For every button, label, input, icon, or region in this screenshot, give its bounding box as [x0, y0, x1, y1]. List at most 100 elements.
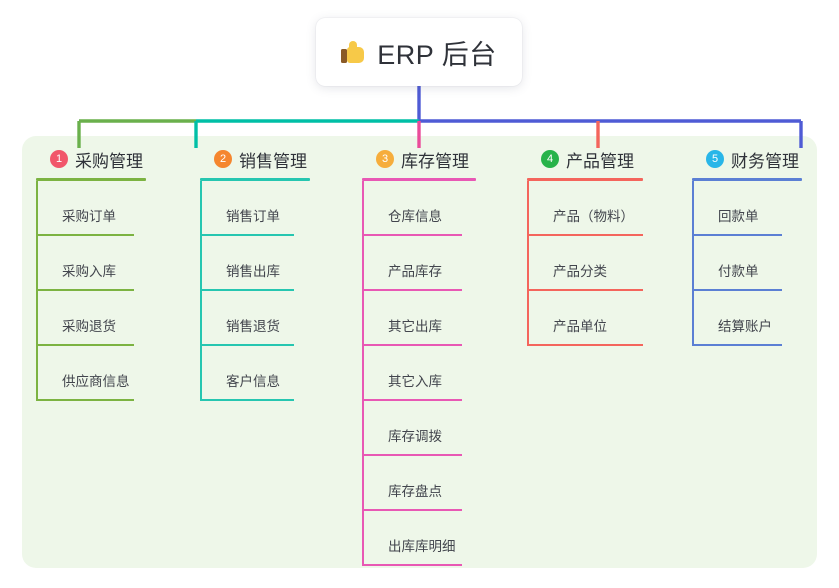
leaf-item[interactable]: 结算账户: [692, 291, 802, 346]
category-title-5: 财务管理: [731, 151, 799, 171]
category-header-2[interactable]: 2 销售管理: [200, 146, 310, 172]
category-underline-4: [527, 178, 643, 181]
leaf-item[interactable]: 产品库存: [362, 236, 476, 291]
leaf-item-label: 产品单位: [553, 319, 607, 334]
leaf-item-label: 产品分类: [553, 264, 607, 279]
leaf-list-5: 回款单付款单结算账户: [692, 181, 802, 346]
category-header-5[interactable]: 5 财务管理: [692, 146, 802, 172]
leaf-item-label: 采购订单: [62, 209, 116, 224]
leaf-spine-1: [36, 181, 38, 401]
leaf-item-label: 其它入库: [388, 374, 442, 389]
leaf-item-underline: [36, 289, 134, 291]
leaf-item-label: 产品（物料）: [553, 209, 634, 224]
category-underline-2: [200, 178, 310, 181]
category-badge-1: 1: [50, 150, 68, 168]
leaf-item[interactable]: 其它出库: [362, 291, 476, 346]
leaf-list-4: 产品（物料） 产品分类产品单位: [527, 181, 643, 346]
category-badge-5: 5: [706, 150, 724, 168]
leaf-item-underline: [200, 344, 294, 346]
leaf-item-underline: [36, 344, 134, 346]
leaf-item[interactable]: 付款单: [692, 236, 802, 291]
leaf-item-underline: [692, 289, 782, 291]
leaf-item-underline: [527, 234, 643, 236]
leaf-item-underline: [362, 289, 462, 291]
category-column-5: 5 财务管理回款单付款单结算账户: [692, 146, 802, 346]
category-underline-5: [692, 178, 802, 181]
leaf-item[interactable]: 库存盘点: [362, 456, 476, 511]
category-badge-2: 2: [214, 150, 232, 168]
leaf-item-underline: [200, 289, 294, 291]
root-node-card[interactable]: ERP 后台: [316, 18, 522, 86]
leaf-item[interactable]: 产品（物料）: [527, 181, 643, 236]
thumbs-up-icon: [341, 39, 367, 65]
leaf-item[interactable]: 其它入库: [362, 346, 476, 401]
category-title-3: 库存管理: [401, 151, 469, 171]
leaf-item-label: 出库库明细: [388, 539, 456, 554]
leaf-item[interactable]: 供应商信息: [36, 346, 146, 401]
leaf-item[interactable]: 库存调拨: [362, 401, 476, 456]
leaf-item-label: 采购退货: [62, 319, 116, 334]
leaf-item[interactable]: 客户信息: [200, 346, 310, 401]
leaf-item-underline: [362, 509, 462, 511]
leaf-item-underline: [200, 234, 294, 236]
leaf-item-underline: [527, 289, 643, 291]
leaf-spine-5: [692, 181, 694, 346]
content-panel: [22, 136, 817, 568]
root-node-title: ERP 后台: [377, 39, 497, 70]
category-underline-3: [362, 178, 476, 181]
leaf-item-label: 其它出库: [388, 319, 442, 334]
leaf-item[interactable]: 仓库信息: [362, 181, 476, 236]
leaf-item-underline: [527, 344, 643, 346]
leaf-item-underline: [362, 564, 462, 566]
leaf-item-underline: [692, 344, 782, 346]
leaf-item-label: 销售出库: [226, 264, 280, 279]
leaf-item-underline: [362, 344, 462, 346]
leaf-item-label: 客户信息: [226, 374, 280, 389]
leaf-item-label: 回款单: [718, 209, 759, 224]
category-title-4: 产品管理: [566, 151, 634, 171]
leaf-item[interactable]: 销售退货: [200, 291, 310, 346]
leaf-item[interactable]: 采购退货: [36, 291, 146, 346]
leaf-item[interactable]: 回款单: [692, 181, 802, 236]
leaf-item-label: 库存调拨: [388, 429, 442, 444]
category-title-2: 销售管理: [239, 151, 307, 171]
category-header-3[interactable]: 3 库存管理: [362, 146, 476, 172]
leaf-item-label: 结算账户: [718, 319, 772, 334]
leaf-item[interactable]: 采购订单: [36, 181, 146, 236]
leaf-item-underline: [36, 399, 134, 401]
leaf-list-1: 采购订单采购入库采购退货供应商信息: [36, 181, 146, 401]
leaf-item[interactable]: 产品分类: [527, 236, 643, 291]
category-column-2: 2 销售管理销售订单销售出库销售退货客户信息: [200, 146, 310, 401]
leaf-item-label: 产品库存: [388, 264, 442, 279]
leaf-item-label: 销售订单: [226, 209, 280, 224]
leaf-item[interactable]: 出库库明细: [362, 511, 476, 566]
leaf-spine-4: [527, 181, 529, 346]
leaf-item-underline: [362, 454, 462, 456]
leaf-item-underline: [362, 234, 462, 236]
leaf-item-label: 库存盘点: [388, 484, 442, 499]
leaf-item[interactable]: 产品单位: [527, 291, 643, 346]
leaf-item[interactable]: 销售出库: [200, 236, 310, 291]
leaf-item-label: 销售退货: [226, 319, 280, 334]
leaf-item[interactable]: 销售订单: [200, 181, 310, 236]
leaf-item-label: 供应商信息: [62, 374, 130, 389]
leaf-item-underline: [200, 399, 294, 401]
leaf-item-label: 仓库信息: [388, 209, 442, 224]
leaf-item-underline: [692, 234, 782, 236]
leaf-item-label: 采购入库: [62, 264, 116, 279]
leaf-list-3: 仓库信息产品库存其它出库其它入库库存调拨库存盘点出库库明细: [362, 181, 476, 566]
leaf-item[interactable]: 采购入库: [36, 236, 146, 291]
leaf-item-underline: [36, 234, 134, 236]
leaf-spine-3: [362, 181, 364, 566]
category-column-3: 3 库存管理仓库信息产品库存其它出库其它入库库存调拨库存盘点出库库明细: [362, 146, 476, 566]
leaf-spine-2: [200, 181, 202, 401]
category-badge-3: 3: [376, 150, 394, 168]
category-underline-1: [36, 178, 146, 181]
leaf-item-label: 付款单: [718, 264, 759, 279]
leaf-item-underline: [362, 399, 462, 401]
